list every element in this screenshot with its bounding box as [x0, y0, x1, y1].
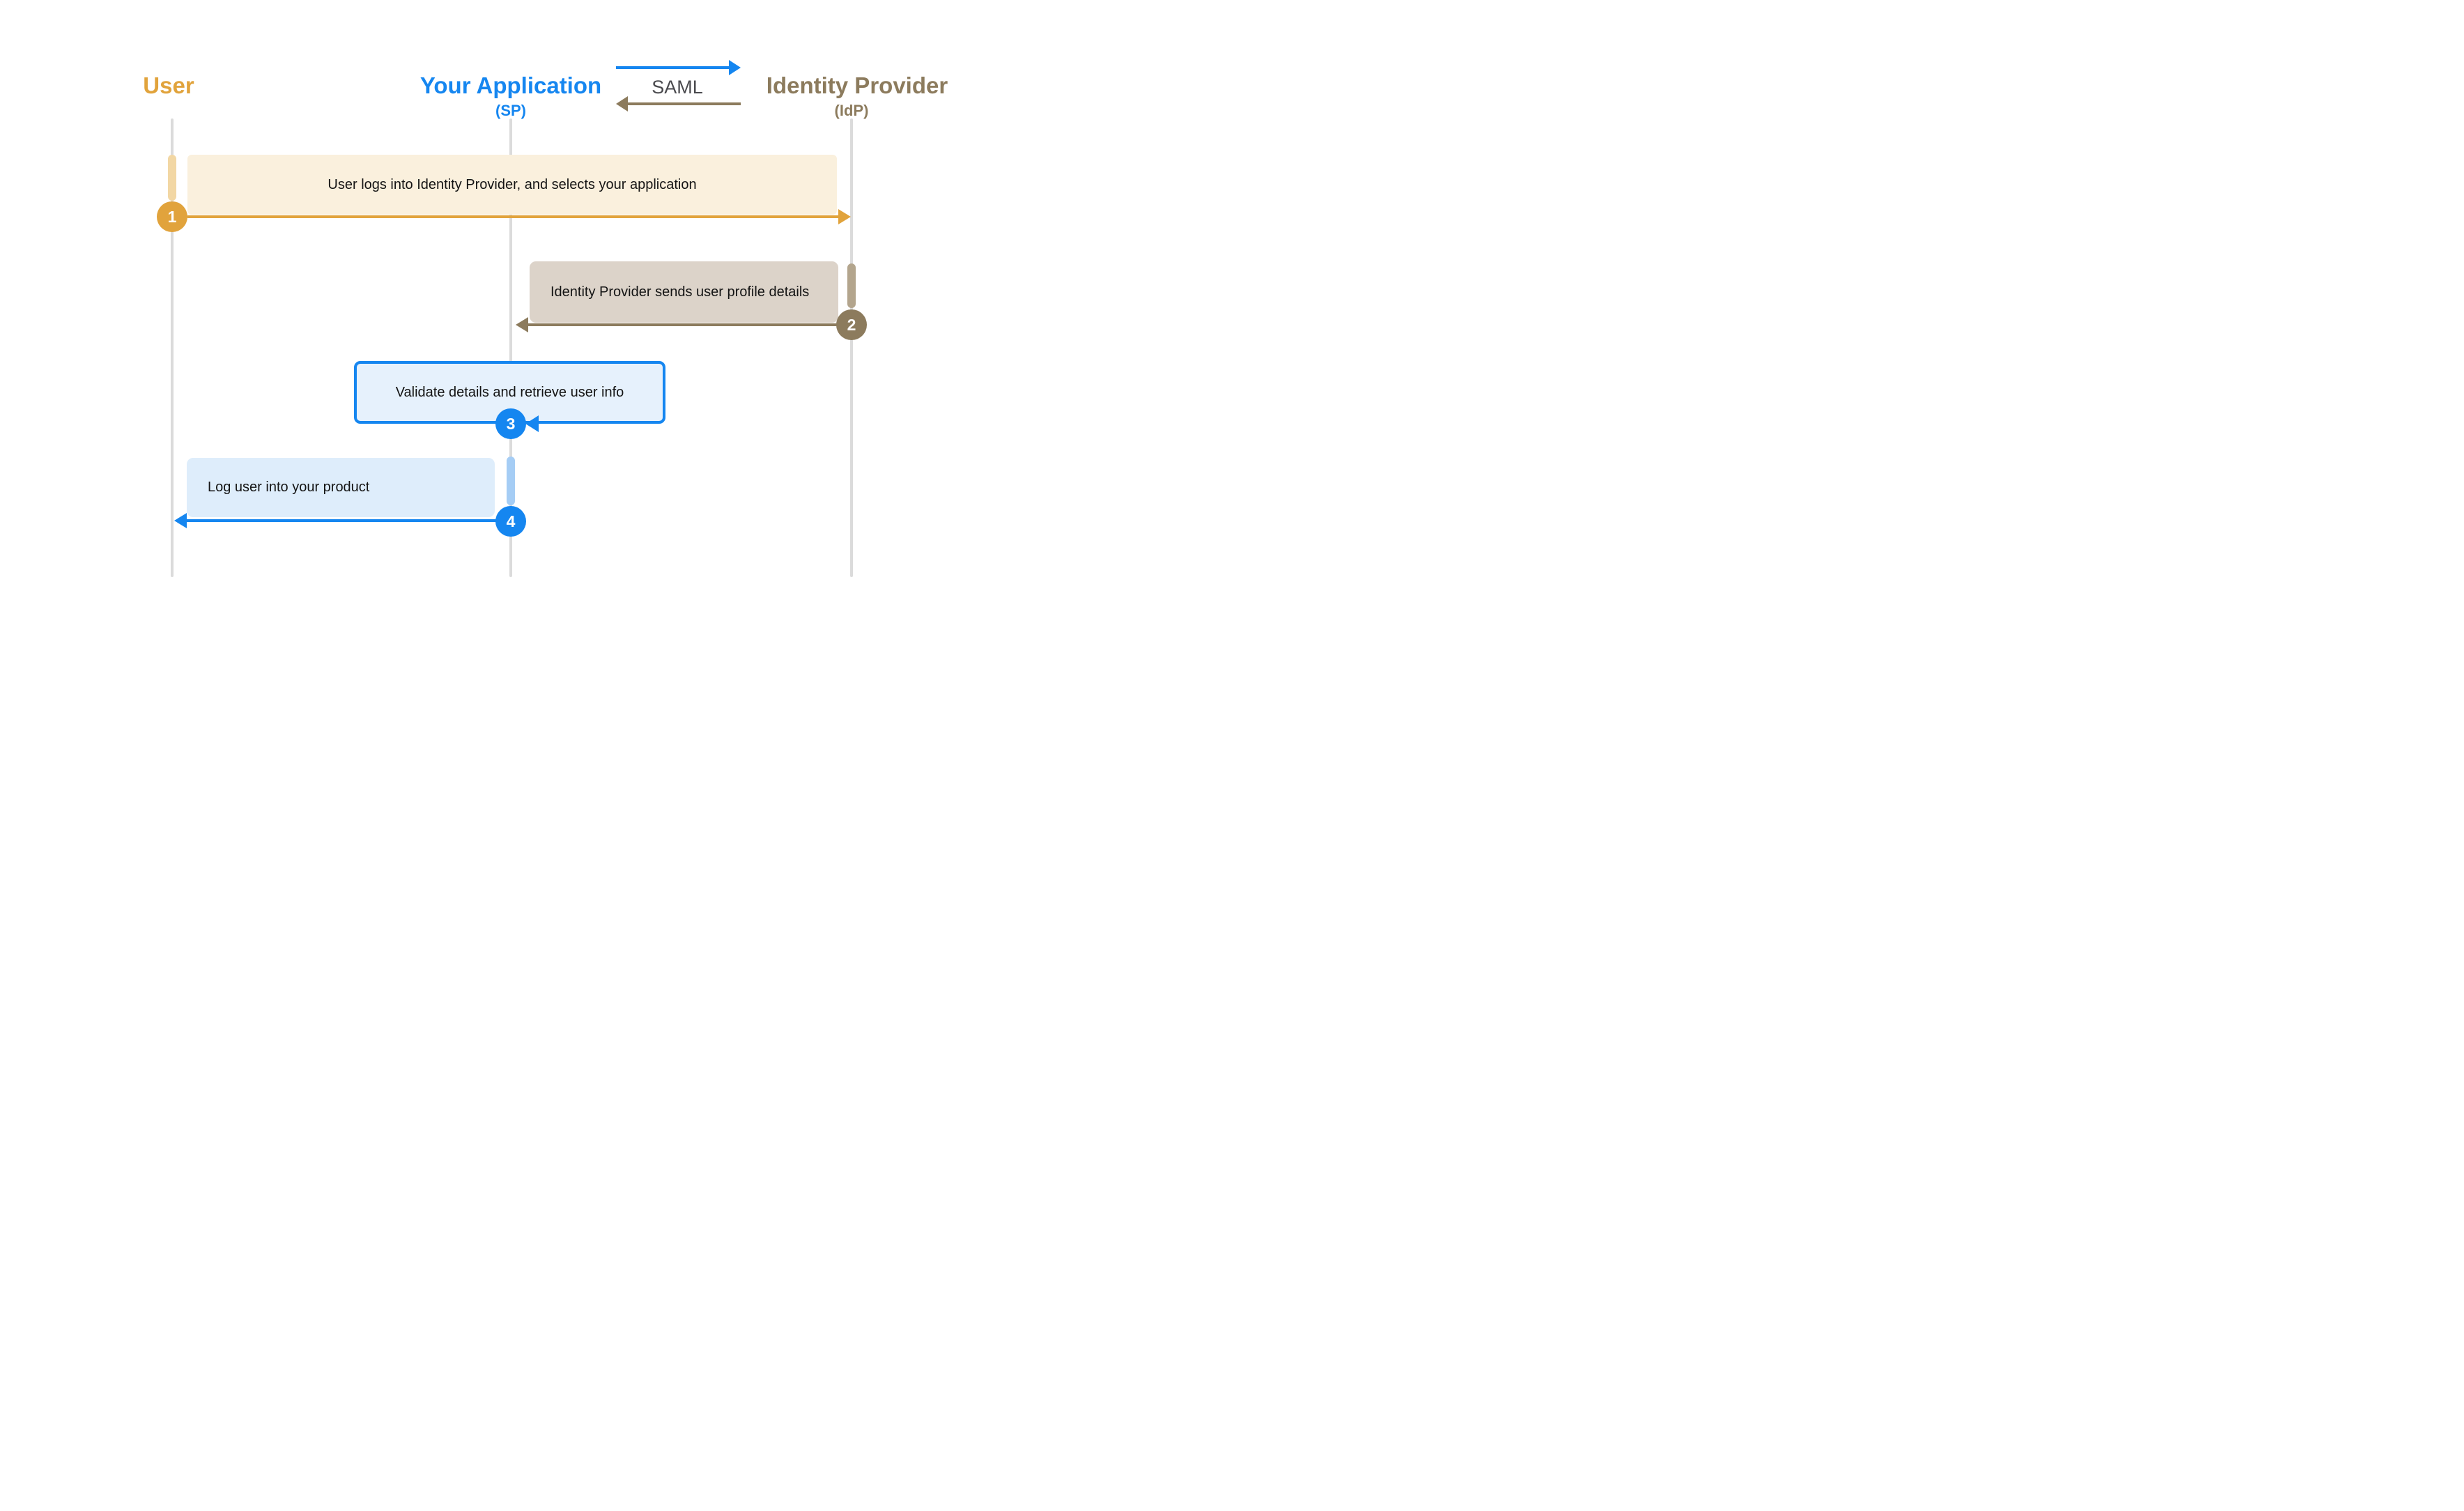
step-badge-3: 3 [495, 408, 526, 439]
message-box-step1: User logs into Identity Provider, and se… [187, 155, 837, 215]
arrow-right-icon [838, 209, 851, 224]
message-arrow-step2 [528, 323, 837, 326]
arrow-left-icon [174, 513, 187, 528]
activation-bar-identity-provider [847, 263, 856, 308]
message-arrow-step1 [187, 215, 838, 218]
actor-title-user: User [143, 72, 194, 98]
actor-title-your-application: Your Application [419, 72, 602, 98]
message-text-step3: Validate details and retrieve user info [395, 384, 624, 400]
actor-subtitle-idp: (IdP) [834, 102, 869, 119]
actor-subtitle-sp: (SP) [495, 102, 526, 119]
message-box-step2: Identity Provider sends user profile det… [530, 261, 838, 323]
arrow-right-icon [729, 60, 741, 75]
activation-bar-user [168, 155, 176, 201]
actor-title-identity-provider: Identity Provider [766, 72, 948, 98]
message-text-step1: User logs into Identity Provider, and se… [328, 176, 697, 192]
arrow-left-icon [616, 96, 628, 112]
step-badge-2: 2 [836, 309, 867, 340]
activation-bar-your-application [507, 457, 515, 505]
message-box-step4: Log user into your product [187, 458, 495, 517]
message-text-step2: Identity Provider sends user profile det… [550, 284, 810, 300]
legend-saml-label: SAML [652, 77, 703, 98]
lifeline-identity-provider [850, 118, 853, 577]
lifeline-user [171, 118, 174, 577]
lifeline-your-application [509, 118, 512, 577]
message-text-step4: Log user into your product [208, 480, 370, 495]
step-badge-1: 1 [157, 201, 187, 232]
saml-response-arrow-line [628, 102, 741, 105]
message-arrow-step4 [186, 519, 496, 522]
step-badge-4: 4 [495, 506, 526, 537]
arrow-left-icon [525, 415, 539, 432]
saml-request-arrow-line [616, 66, 729, 69]
arrow-left-icon [516, 317, 528, 332]
saml-sequence-diagram: User Your Application (SP) Identity Prov… [0, 0, 1093, 670]
